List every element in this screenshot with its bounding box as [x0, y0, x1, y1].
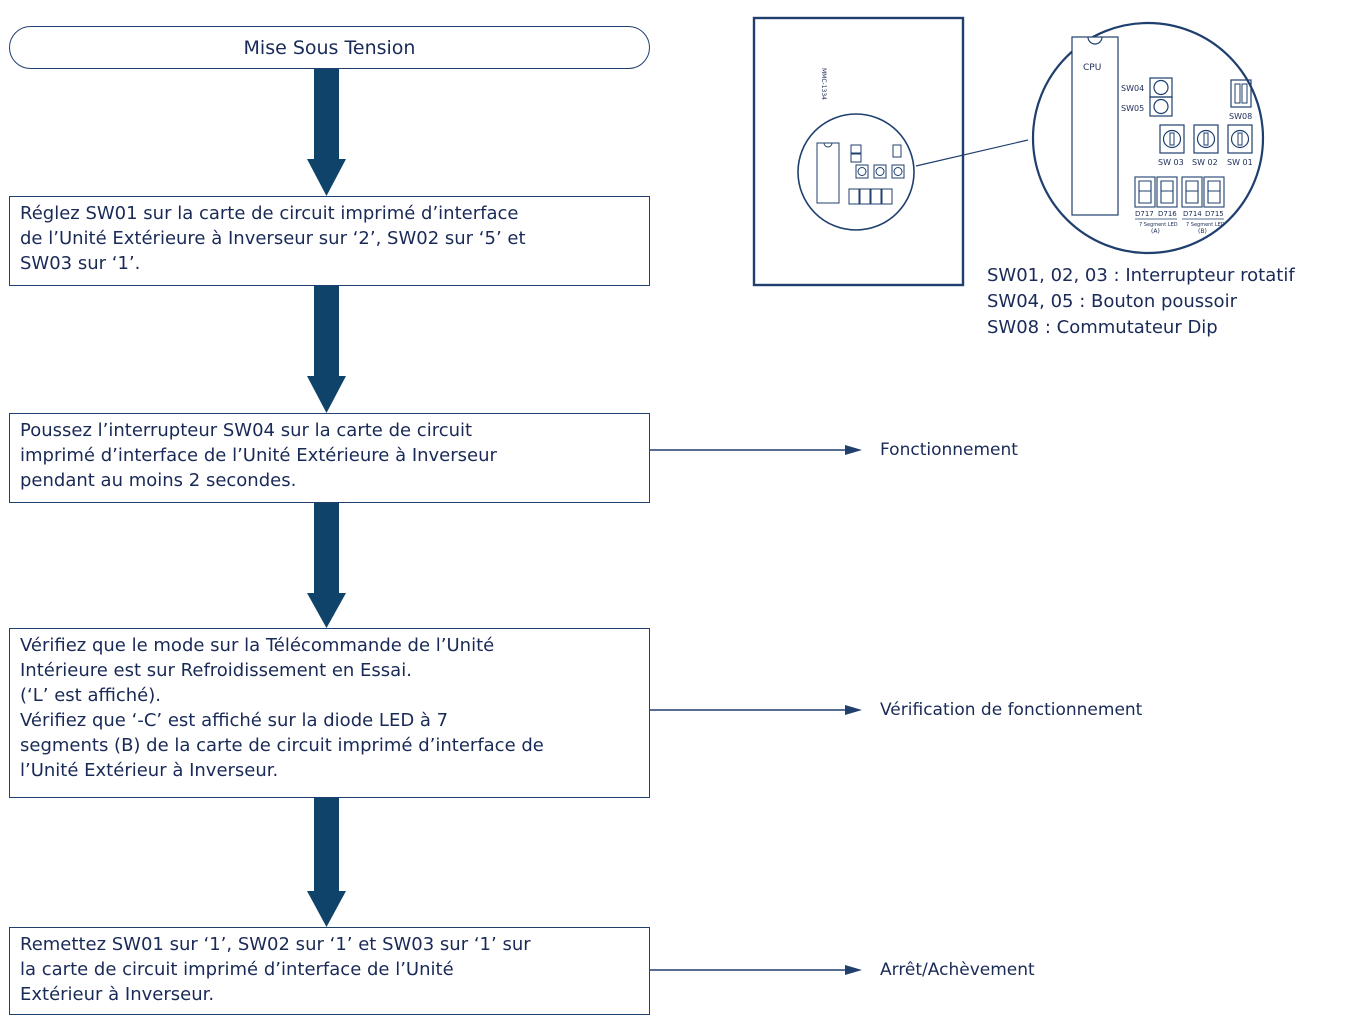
seg-a-label: 7 Segment LED: [1139, 222, 1178, 228]
sw02-label: SW 02: [1192, 158, 1218, 167]
outcome-label-stop: Arrêt/Achèvement: [880, 960, 1035, 980]
sw04-label: SW04: [1121, 84, 1144, 93]
outcome-connector-1: [650, 445, 862, 455]
zoom-leader-line: [915, 139, 1029, 167]
pcb-zoom-circle: CPU SW04 SW05 SW08 SW 03 SW 02 SW 01: [1031, 21, 1265, 255]
flow-arrow-4: [307, 798, 346, 927]
flow-arrow-2: [307, 286, 346, 413]
cpu-label: CPU: [1083, 63, 1101, 73]
seg-a-sub-label: (A): [1151, 228, 1160, 235]
step-3-line-1: Vérifiez que le mode sur la Télécommande…: [20, 635, 495, 656]
step-4-box: Remettez SW01 sur ‘1’, SW02 sur ‘1’ et S…: [9, 927, 650, 1015]
step-3-line-3: (‘L’ est affiché).: [20, 685, 162, 706]
seg-b-sub-label: (B): [1198, 228, 1207, 235]
d716-label: D716: [1158, 210, 1177, 218]
legend-rotary: SW01, 02, 03 : Interrupteur rotatif: [987, 265, 1295, 286]
sw08-label: SW08: [1229, 112, 1252, 121]
d714-label: D714: [1183, 210, 1202, 218]
d715-label: D715: [1205, 210, 1224, 218]
legend-dip: SW08 : Commutateur Dip: [987, 317, 1218, 338]
step-2-line-3: pendant au moins 2 secondes.: [20, 470, 297, 491]
outcome-label-operation: Fonctionnement: [880, 440, 1018, 460]
step-3-line-5: segments (B) de la carte de circuit impr…: [20, 735, 544, 756]
switch-legend: SW01, 02, 03 : Interrupteur rotatif SW04…: [987, 263, 1295, 341]
legend-push: SW04, 05 : Bouton poussoir: [987, 291, 1237, 312]
start-terminator: Mise Sous Tension: [9, 26, 650, 69]
step-2-box: Poussez l’interrupteur SW04 sur la carte…: [9, 413, 650, 503]
outcome-connector-3: [650, 965, 862, 975]
step-3-box: Vérifiez que le mode sur la Télécommande…: [9, 628, 650, 798]
sw03-label: SW 03: [1158, 158, 1184, 167]
d717-label: D717: [1135, 210, 1154, 218]
pcb-overview-circle: [797, 113, 915, 231]
outcome-connector-2: [650, 705, 862, 715]
step-4-line-3: Extérieur à Inverseur.: [20, 984, 215, 1005]
step-3-line-4: Vérifiez que ‘-C’ est affiché sur la dio…: [20, 710, 449, 731]
seg-b-label: 7 Segment LED: [1186, 222, 1225, 228]
step-2-line-1: Poussez l’interrupteur SW04 sur la carte…: [20, 420, 473, 441]
step-1-line-3: SW03 sur ‘1’.: [20, 253, 141, 274]
step-4-line-1: Remettez SW01 sur ‘1’, SW02 sur ‘1’ et S…: [20, 934, 531, 955]
step-1-line-2: de l’Unité Extérieure à Inverseur sur ‘2…: [20, 228, 526, 249]
step-2-line-2: imprimé d’interface de l’Unité Extérieur…: [20, 445, 497, 466]
step-4-line-2: la carte de circuit imprimé d’interface …: [20, 959, 454, 980]
step-3-line-2: Intérieure est sur Refroidissement en Es…: [20, 660, 412, 681]
pcb-model-text: MMC-1334: [820, 68, 827, 100]
sw05-label: SW05: [1121, 104, 1144, 113]
flow-arrow-3: [307, 503, 346, 628]
flow-arrow-1: [307, 69, 346, 196]
step-3-line-6: l’Unité Extérieur à Inverseur.: [20, 760, 279, 781]
start-label: Mise Sous Tension: [243, 36, 416, 59]
step-1-line-1: Réglez SW01 sur la carte de circuit impr…: [20, 203, 519, 224]
sw01-label: SW 01: [1227, 158, 1253, 167]
step-1-box: Réglez SW01 sur la carte de circuit impr…: [9, 196, 650, 286]
outcome-label-verification: Vérification de fonctionnement: [880, 700, 1143, 720]
